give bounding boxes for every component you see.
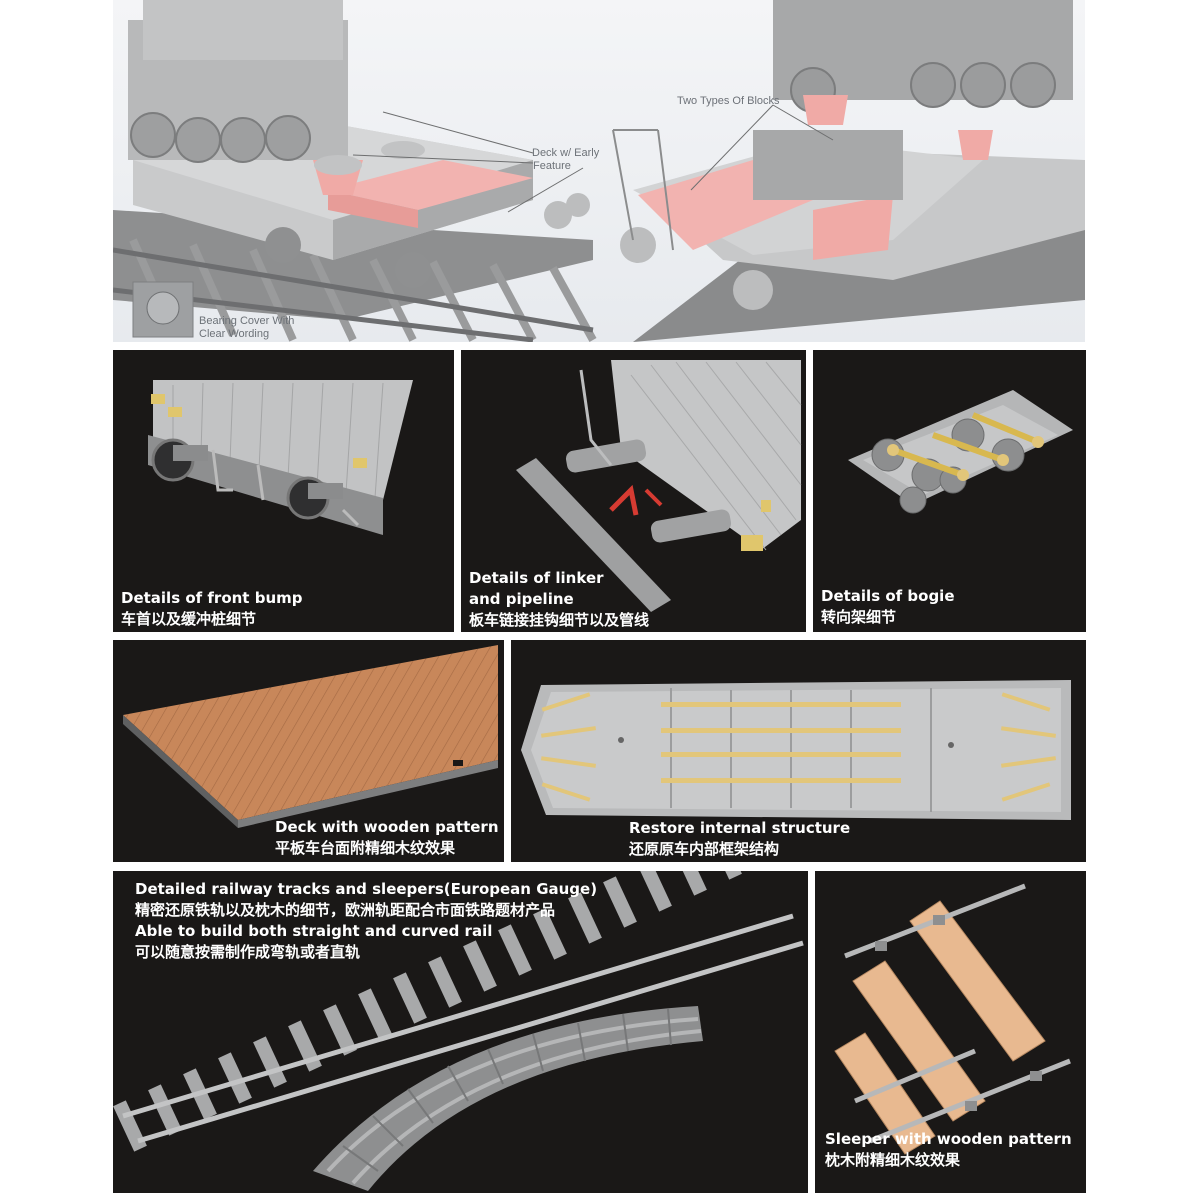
linker-pipeline-panel: Details of linker and pipeline 板车链接挂钩细节以…	[461, 350, 806, 632]
hero-render-panel: Deck w/ Early Feature Two Types Of Block…	[113, 0, 1085, 342]
bogie-caption: Details of bogie 转向架细节	[821, 587, 955, 626]
wooden-sleeper-caption: Sleeper with wooden pattern 枕木附精细木纹效果	[825, 1130, 1072, 1169]
two-blocks-label: Two Types Of Blocks	[677, 95, 780, 107]
wooden-deck-panel: Deck with wooden pattern 平板车台面附精细木纹效果	[113, 640, 504, 862]
railway-tracks-panel: Detailed railway tracks and sleepers(Eur…	[113, 871, 808, 1193]
linker-pipeline-caption: Details of linker and pipeline 板车链接挂钩细节以…	[469, 569, 650, 629]
wooden-sleeper-render	[834, 883, 1071, 1155]
wooden-sleeper-panel: Sleeper with wooden pattern 枕木附精细木纹效果	[815, 871, 1086, 1193]
flatcar-tank-render	[113, 0, 1085, 342]
internal-structure-caption: Restore internal structure 还原原车内部框架结构	[629, 819, 851, 858]
railway-tracks-render	[113, 871, 804, 1191]
wooden-deck-render	[123, 645, 498, 828]
front-bump-caption: Details of front bump 车首以及缓冲桩细节	[121, 589, 303, 628]
linker-pipeline-render	[516, 360, 802, 612]
right-railcar-render	[612, 0, 1085, 342]
bogie-panel: Details of bogie 转向架细节	[813, 350, 1086, 632]
internal-structure-render	[521, 680, 1071, 820]
wooden-deck-caption: Deck with wooden pattern 平板车台面附精细木纹效果	[275, 818, 499, 857]
internal-structure-panel: Restore internal structure 还原原车内部框架结构	[511, 640, 1086, 862]
front-bump-panel: Details of front bump 车首以及缓冲桩细节	[113, 350, 454, 632]
railway-tracks-caption: Detailed railway tracks and sleepers(Eur…	[135, 880, 598, 961]
deck-early-label: Deck w/ Early Feature	[532, 147, 600, 172]
curved-track	[313, 1006, 703, 1191]
left-railcar-render	[113, 0, 597, 342]
bogie-render	[848, 390, 1073, 514]
front-bump-render	[148, 380, 413, 535]
bearing-cover-label: Bearing Cover With Clear Wording	[199, 315, 295, 340]
